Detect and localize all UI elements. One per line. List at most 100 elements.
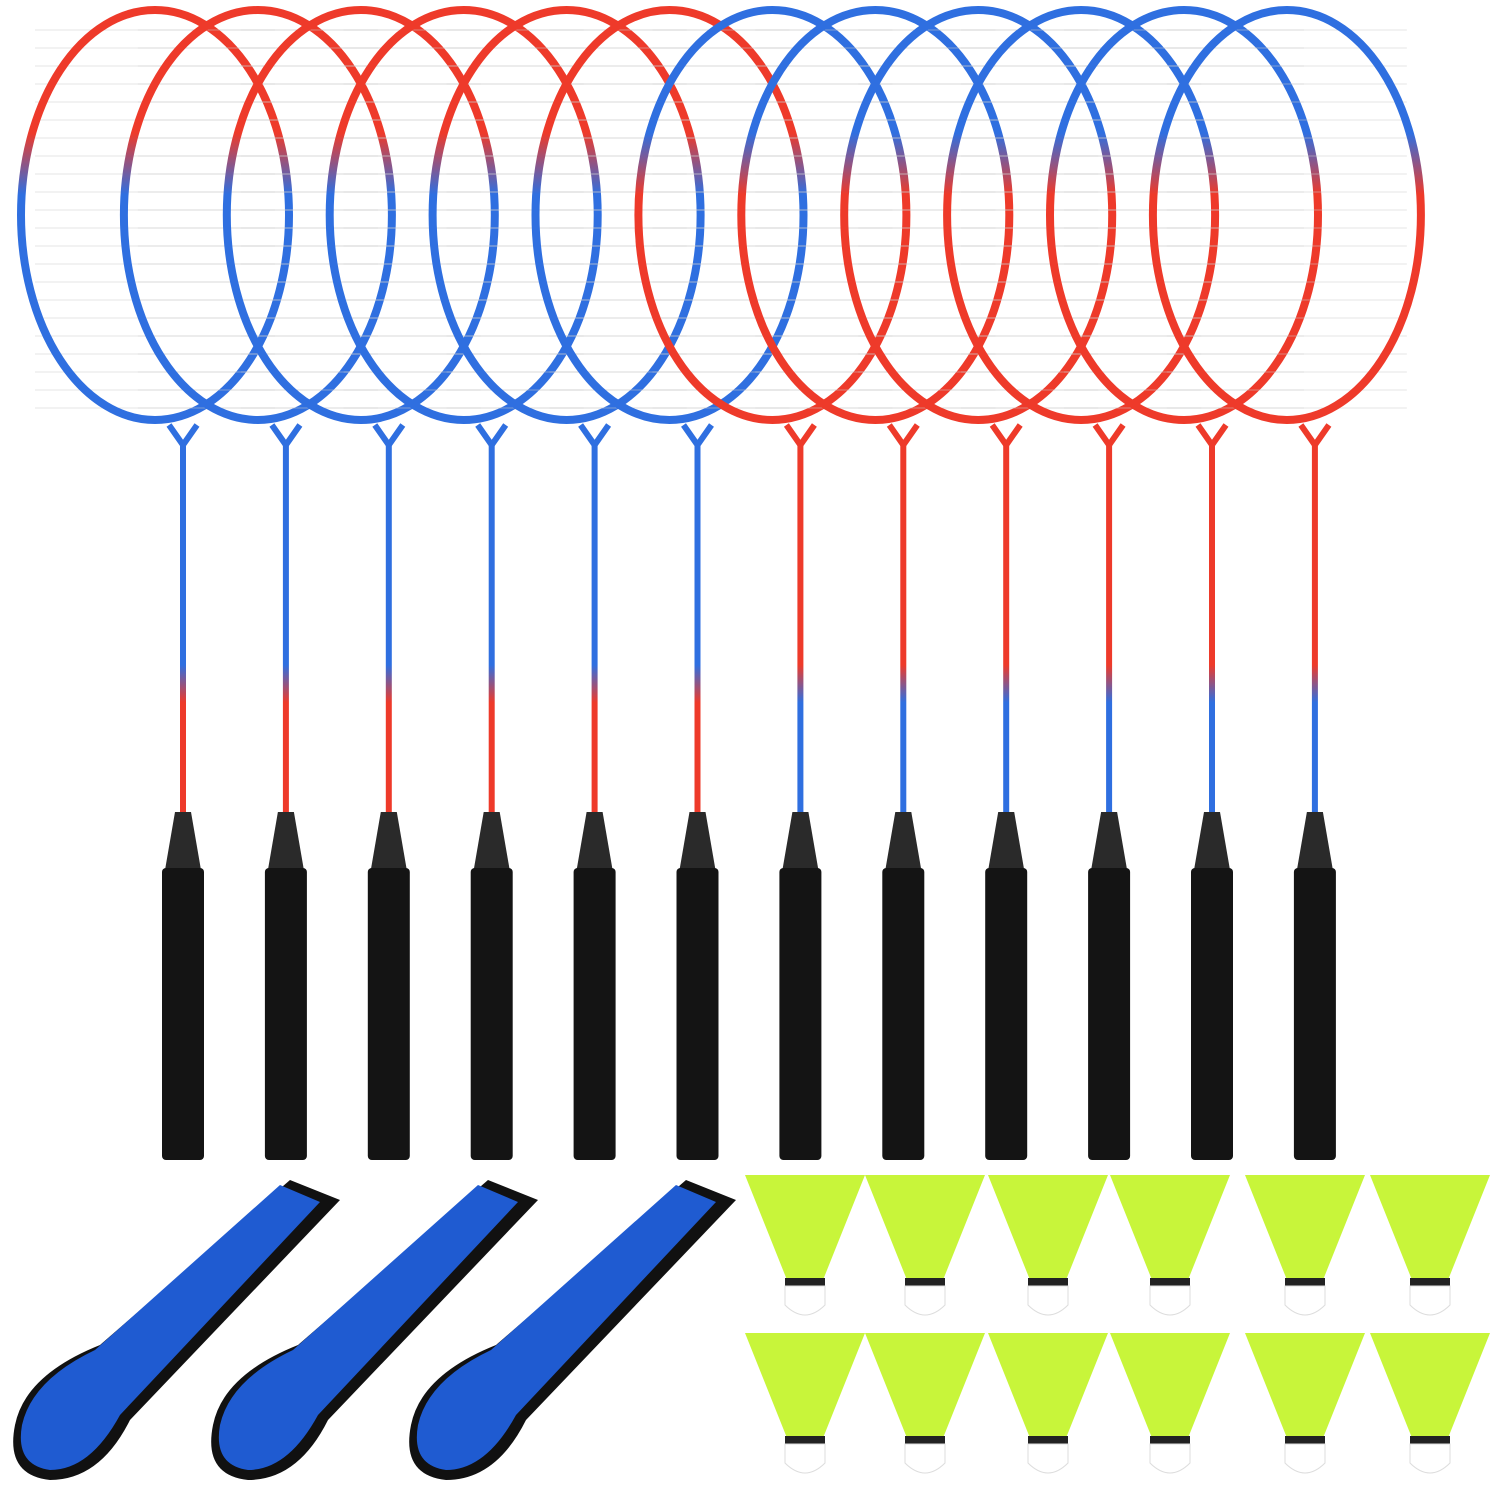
racket-head: [119, 6, 396, 424]
racket-grip: [264, 868, 307, 1160]
shuttle-band: [905, 1278, 945, 1286]
shuttlecock: [1245, 1175, 1365, 1316]
shuttle-band: [1285, 1436, 1325, 1444]
shuttlecock: [1370, 1175, 1490, 1316]
shuttle-base: [904, 1443, 946, 1474]
grip-cone: [1296, 812, 1333, 870]
shuttlecock: [1110, 1175, 1230, 1316]
shuttle-base: [1149, 1443, 1191, 1474]
racket-head: [737, 6, 1014, 424]
shuttle-skirt: [1370, 1333, 1490, 1438]
racket-head: [1046, 6, 1322, 424]
racket-head: [428, 6, 705, 424]
shuttle-skirt: [988, 1175, 1108, 1280]
racket: [17, 6, 293, 1160]
racket-head: [531, 6, 808, 424]
racket-grip: [1293, 868, 1336, 1160]
grip-cone: [988, 812, 1025, 870]
shuttle-base: [784, 1285, 826, 1316]
shuttle-skirt: [1110, 1175, 1230, 1280]
racket-grip: [676, 868, 719, 1160]
shuttlecock: [865, 1175, 985, 1316]
shuttlecock: [745, 1333, 865, 1474]
shuttle-skirt: [865, 1175, 985, 1280]
grip-cone: [267, 812, 304, 870]
racket-shaft: [694, 440, 701, 815]
shuttle-base: [1409, 1285, 1451, 1316]
shuttlecocks: [745, 1175, 1490, 1474]
cover-body: [218, 1185, 519, 1470]
grip-cone: [679, 812, 716, 870]
shuttle-base: [1027, 1443, 1069, 1474]
grip-cone: [473, 812, 510, 870]
shuttlecock: [1110, 1333, 1230, 1474]
racket-shaft: [1209, 440, 1215, 815]
racket-shaft: [900, 440, 907, 815]
shuttle-skirt: [745, 1333, 865, 1438]
grip-cone: [782, 812, 819, 870]
shuttle-base: [1284, 1443, 1326, 1474]
racket-covers: [13, 1180, 736, 1480]
shuttle-band: [1028, 1436, 1068, 1444]
racket-grip: [367, 868, 410, 1160]
racket-shaft: [1106, 440, 1113, 815]
racket-grip: [985, 868, 1028, 1160]
shuttlecock: [1245, 1333, 1365, 1474]
racket-shaft: [797, 440, 804, 815]
shuttle-band: [1028, 1278, 1068, 1286]
shuttlecock: [1370, 1333, 1490, 1474]
grip-cone: [165, 812, 201, 870]
racket-head: [1148, 6, 1425, 424]
shuttlecock: [865, 1333, 985, 1474]
shuttle-band: [1285, 1278, 1325, 1286]
shuttle-band: [1410, 1436, 1450, 1444]
shuttle-skirt: [1110, 1333, 1230, 1438]
shuttle-band: [785, 1278, 825, 1286]
shuttlecock: [988, 1333, 1108, 1474]
grip-cone: [576, 812, 613, 870]
cover-body: [416, 1185, 716, 1470]
racket-head: [943, 6, 1220, 424]
grip-cone: [370, 812, 407, 870]
racket-head: [17, 6, 293, 424]
shuttlecock: [988, 1175, 1108, 1316]
string-grid: [1166, 29, 1407, 409]
shuttle-skirt: [1370, 1175, 1490, 1280]
racket-grip: [1088, 868, 1131, 1160]
rackets: [17, 6, 1425, 1160]
grip-cone: [1194, 812, 1230, 870]
racket-grip: [779, 868, 822, 1160]
cover-body: [20, 1185, 320, 1470]
shuttle-skirt: [1245, 1175, 1365, 1280]
grip-cone: [1091, 812, 1128, 870]
racket-head: [634, 6, 911, 424]
shuttle-band: [1150, 1436, 1190, 1444]
shuttlecock: [745, 1175, 865, 1316]
racket-grip: [1191, 868, 1233, 1160]
racket: [1148, 6, 1425, 1160]
shuttle-base: [1409, 1443, 1451, 1474]
shuttle-skirt: [1245, 1333, 1365, 1438]
racket: [119, 6, 396, 1160]
shuttle-base: [1284, 1285, 1326, 1316]
racket-cover: [211, 1180, 538, 1480]
shuttle-base: [904, 1285, 946, 1316]
shuttle-band: [1410, 1278, 1450, 1286]
racket-head: [325, 6, 602, 424]
grip-cone: [885, 812, 922, 870]
shuttle-skirt: [988, 1333, 1108, 1438]
racket-head: [222, 6, 499, 424]
shuttle-skirt: [745, 1175, 865, 1280]
shuttle-band: [785, 1436, 825, 1444]
racket-grip: [470, 868, 513, 1160]
racket-head: [840, 6, 1117, 424]
shuttle-base: [1027, 1285, 1069, 1316]
racket-grip: [573, 868, 616, 1160]
racket-cover: [409, 1180, 736, 1480]
racket-grip: [882, 868, 925, 1160]
racket-shaft: [180, 440, 186, 815]
shuttle-band: [1150, 1278, 1190, 1286]
racket-shaft: [385, 440, 392, 815]
racket-shaft: [591, 440, 598, 815]
